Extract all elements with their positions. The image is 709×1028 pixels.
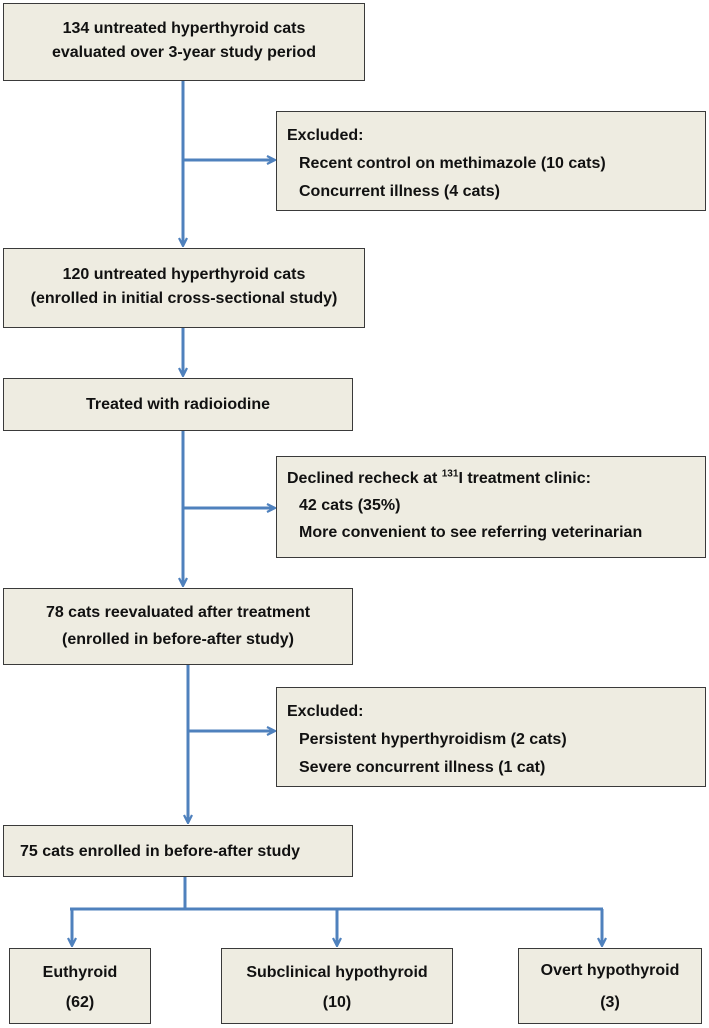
excluded1-box: Excluded: Recent control on methimazole … bbox=[276, 111, 706, 211]
enrolled-line-2: (enrolled in initial cross-sectional stu… bbox=[30, 290, 338, 307]
declined-title: Declined recheck at 131I treatment clini… bbox=[287, 468, 591, 487]
excluded2-title: Excluded: bbox=[287, 703, 364, 720]
treated-box: Treated with radioiodine bbox=[3, 378, 353, 431]
excluded1-title: Excluded: bbox=[287, 127, 364, 144]
start-line-2: evaluated over 3-year study period bbox=[51, 44, 317, 61]
excluded1-item: Recent control on methimazole (10 cats) bbox=[299, 155, 606, 172]
outcome-label: Subclinical hypothyroid bbox=[246, 964, 428, 981]
enrolled-line-1: 120 untreated hyperthyroid cats bbox=[62, 266, 306, 283]
outcome-count: (62) bbox=[65, 994, 95, 1011]
start-box: 134 untreated hyperthyroid cats evaluate… bbox=[3, 3, 365, 81]
final-box: 75 cats enrolled in before-after study bbox=[3, 825, 353, 877]
excluded1-item: Concurrent illness (4 cats) bbox=[299, 183, 500, 200]
declined-box: Declined recheck at 131I treatment clini… bbox=[276, 456, 706, 558]
reevaluated-line-1: 78 cats reevaluated after treatment bbox=[45, 604, 311, 621]
outcome-box-subclinical: Subclinical hypothyroid (10) bbox=[221, 948, 453, 1024]
declined-item: More convenient to see referring veterin… bbox=[299, 524, 643, 541]
start-line-1: 134 untreated hyperthyroid cats bbox=[62, 20, 306, 37]
reevaluated-box: 78 cats reevaluated after treatment (enr… bbox=[3, 588, 353, 665]
excluded2-item: Persistent hyperthyroidism (2 cats) bbox=[299, 731, 567, 748]
treated-label: Treated with radioiodine bbox=[85, 396, 271, 413]
outcome-label: Euthyroid bbox=[42, 964, 118, 981]
excluded2-box: Excluded: Persistent hyperthyroidism (2 … bbox=[276, 687, 706, 787]
reevaluated-line-2: (enrolled in before-after study) bbox=[61, 631, 295, 648]
outcome-count: (3) bbox=[600, 994, 620, 1011]
outcome-box-overt: Overt hypothyroid (3) bbox=[518, 948, 702, 1024]
declined-item: 42 cats (35%) bbox=[299, 497, 401, 514]
outcome-count: (10) bbox=[322, 994, 352, 1011]
outcome-box-euthyroid: Euthyroid (62) bbox=[9, 948, 151, 1024]
final-label: 75 cats enrolled in before-after study bbox=[20, 843, 301, 860]
enrolled-box: 120 untreated hyperthyroid cats (enrolle… bbox=[3, 248, 365, 328]
excluded2-item: Severe concurrent illness (1 cat) bbox=[299, 759, 546, 776]
outcome-label: Overt hypothyroid bbox=[540, 962, 680, 979]
